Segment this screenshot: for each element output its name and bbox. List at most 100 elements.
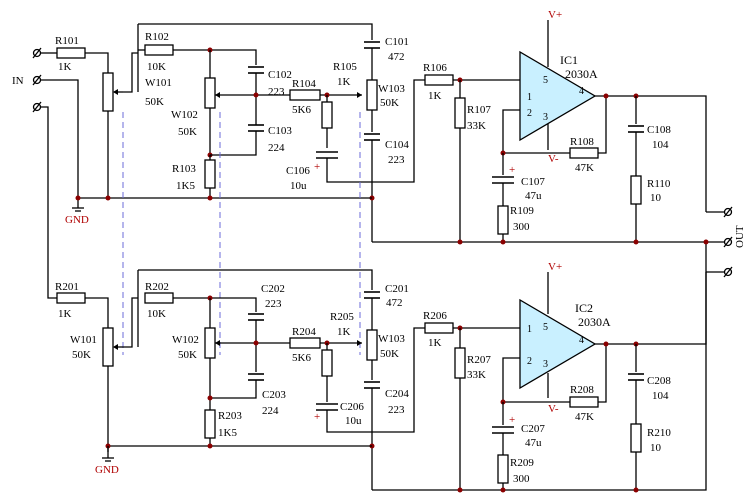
svg-text:4: 4 — [579, 86, 584, 97]
r202-value: 10K — [147, 308, 166, 320]
ic1-value: 2030A — [565, 67, 598, 81]
opamp-ic2 — [519, 298, 597, 390]
r105-value: 1K — [337, 76, 351, 88]
r205-label: R205 — [330, 311, 354, 323]
c106-value: 10u — [290, 180, 307, 192]
r110-label: R110 — [647, 178, 671, 190]
svg-text:5: 5 — [543, 75, 548, 86]
vminus-label-top: V- — [548, 153, 559, 165]
svg-text:3: 3 — [543, 112, 548, 123]
resistor-r103 — [204, 159, 216, 189]
input-terminal-top — [32, 47, 42, 59]
r207-value: 33K — [467, 369, 486, 381]
potentiometer-w103 — [366, 79, 378, 111]
svg-text:+: + — [314, 161, 320, 173]
r204-label: R204 — [292, 326, 316, 338]
ic1-label: IC1 — [560, 53, 578, 67]
output-terminal-gnd — [723, 236, 733, 248]
resistor-r110 — [630, 175, 642, 205]
w103-label: W103 — [378, 83, 405, 95]
r110-value: 10 — [650, 192, 662, 204]
c204-label: C204 — [385, 388, 409, 400]
resistor-r210 — [630, 423, 642, 453]
channel-2: R201 1K W101 50K R202 10K W102 50K C202 … — [55, 239, 733, 493]
c201-label: C201 — [385, 283, 409, 295]
resistor-r106 — [424, 74, 454, 86]
resistor-r207 — [454, 347, 466, 379]
potentiometer-w101 — [102, 72, 114, 112]
resistor-r208 — [569, 396, 599, 408]
r206-value: 1K — [428, 337, 442, 349]
vplus-label-bottom: V+ — [548, 261, 562, 273]
r108-label: R108 — [570, 136, 594, 148]
c202-label: C202 — [261, 283, 285, 295]
ic2-label: IC2 — [575, 301, 593, 315]
gnd-label-bottom: GND — [95, 464, 119, 476]
input-terminal-ch2 — [32, 101, 42, 113]
w103-value: 50K — [380, 97, 399, 109]
gnd-label-top: GND — [65, 214, 89, 226]
w101-label: W101 — [145, 77, 172, 89]
c203-value: 224 — [262, 405, 279, 417]
c101-value: 472 — [388, 51, 405, 63]
r104-label: R104 — [292, 78, 316, 90]
out-label: OUT — [734, 225, 746, 248]
r203-value: 1K5 — [218, 427, 237, 439]
ic2-value: 2030A — [578, 315, 611, 329]
ganged-control-links — [122, 112, 361, 355]
c107-label: C107 — [521, 176, 545, 188]
r202-label: R202 — [145, 281, 169, 293]
c106-label: C106 — [286, 165, 310, 177]
c207-value: 47u — [525, 437, 542, 449]
r209-value: 300 — [513, 473, 530, 485]
r103-label: R103 — [172, 163, 196, 175]
w102-value: 50K — [178, 126, 197, 138]
w201-label: W101 — [70, 334, 97, 346]
resistor-r202 — [144, 292, 174, 304]
c103-label: C103 — [268, 125, 292, 137]
c104-value: 223 — [388, 154, 405, 166]
r206-label: R206 — [423, 310, 447, 322]
potentiometer-w202 — [204, 327, 216, 359]
potentiometer-w203 — [366, 329, 378, 361]
opamp-ic1 — [519, 50, 597, 142]
svg-text:1: 1 — [527, 92, 532, 103]
resistor-r205 — [321, 349, 333, 377]
c103-value: 224 — [268, 142, 285, 154]
r101-label: R101 — [55, 35, 79, 47]
c203-label: C203 — [262, 389, 286, 401]
r109-label: R109 — [510, 205, 534, 217]
resistor-r109 — [497, 205, 509, 235]
vminus-label-bottom: V- — [548, 403, 559, 415]
svg-text:+: + — [509, 164, 515, 176]
w203-value: 50K — [380, 348, 399, 360]
channel-1: IN R101 1K W101 50K R102 10K W1 — [12, 9, 746, 299]
w203-label: W103 — [378, 333, 405, 345]
output-terminal-top — [723, 206, 733, 218]
r101-value: 1K — [58, 61, 72, 73]
in-label: IN — [12, 75, 24, 87]
r106-label: R106 — [423, 62, 447, 74]
ground-symbol-top — [72, 207, 84, 212]
vplus-label-top: V+ — [548, 9, 562, 21]
resistor-r201 — [56, 292, 86, 304]
r201-value: 1K — [58, 308, 72, 320]
resistor-r102 — [144, 44, 174, 56]
resistor-r203 — [204, 409, 216, 439]
r208-label: R208 — [570, 384, 594, 396]
r107-value: 33K — [467, 120, 486, 132]
r208-value: 47K — [575, 411, 594, 423]
r210-label: R210 — [647, 427, 671, 439]
svg-text:2: 2 — [527, 356, 532, 367]
svg-text:+: + — [314, 411, 320, 423]
resistor-r107 — [454, 97, 466, 129]
w201-value: 50K — [72, 349, 91, 361]
output-terminal-bottom — [723, 266, 733, 278]
resistor-r105 — [321, 101, 333, 129]
r209-label: R209 — [510, 457, 534, 469]
r207-label: R207 — [467, 354, 491, 366]
svg-text:+: + — [509, 414, 515, 426]
r108-value: 47K — [575, 162, 594, 174]
svg-text:2: 2 — [527, 108, 532, 119]
ground-symbol-bottom — [102, 457, 114, 462]
